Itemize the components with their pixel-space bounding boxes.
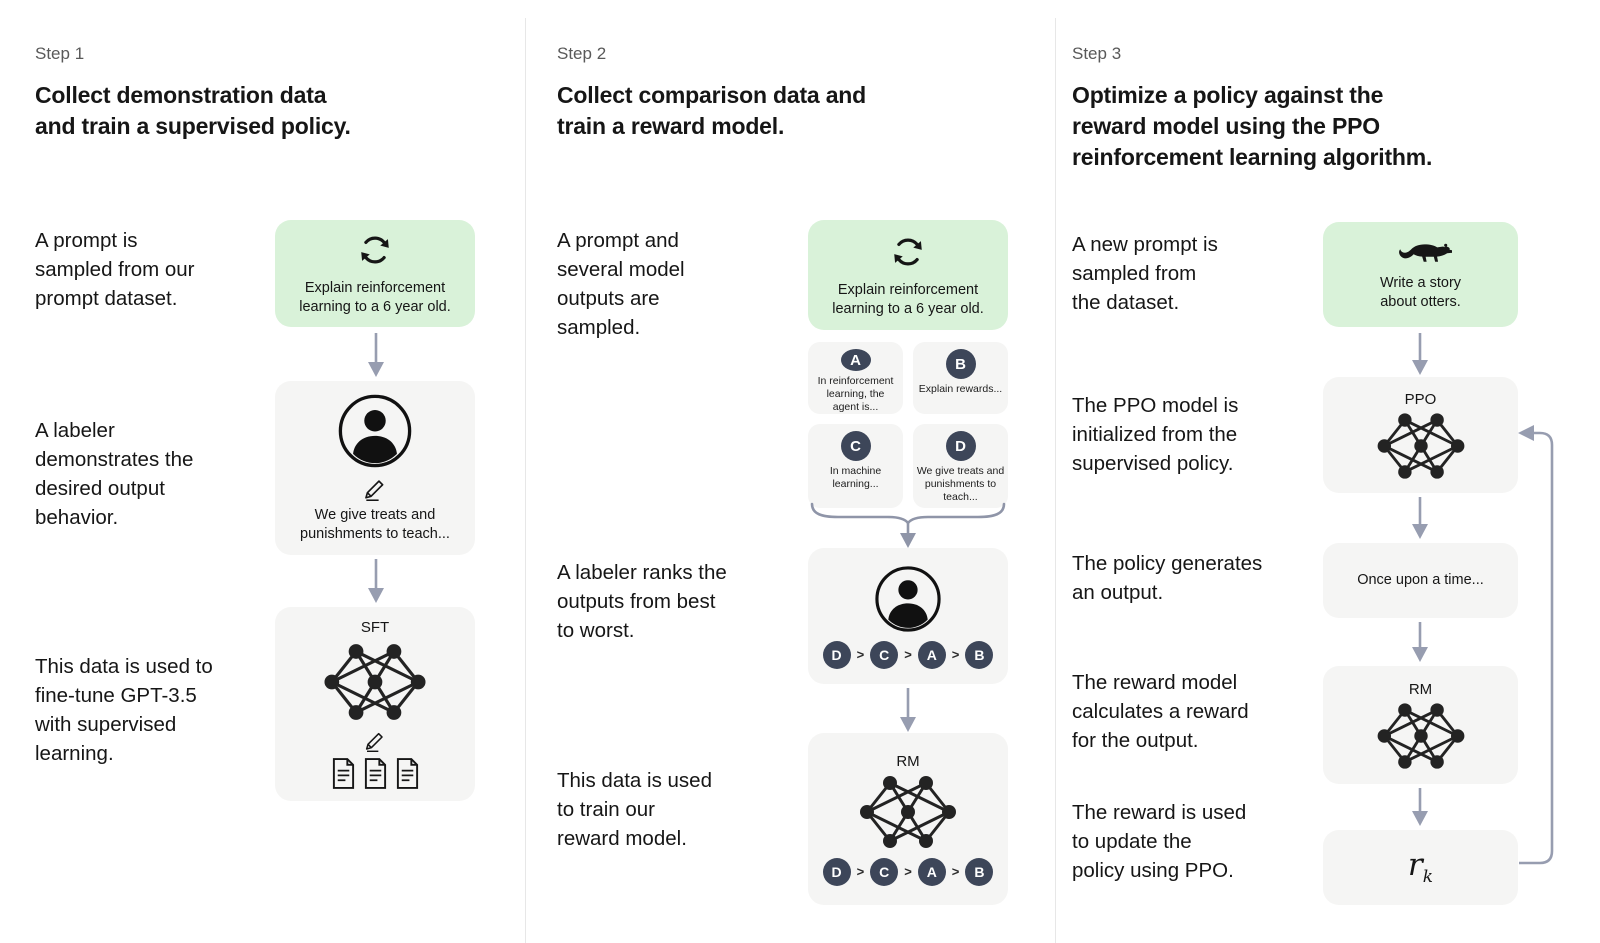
- output-badge: D: [945, 431, 976, 461]
- rank-chip: C: [870, 640, 899, 669]
- policy-output-box: Once upon a time...: [1323, 543, 1518, 618]
- rank-chip: D: [822, 857, 851, 886]
- rm-model-box: RM D > C > A > B: [808, 733, 1008, 905]
- prompt-text: Explain reinforcement learning to a 6 ye…: [299, 280, 451, 315]
- step-3-label: Step 3: [1072, 44, 1122, 63]
- column-divider: [525, 18, 526, 943]
- step-1-caption-finetune: This data is used to fine-tune GPT-3.5 w…: [35, 655, 213, 765]
- prompt-box: Explain reinforcement learning to a 6 ye…: [275, 220, 475, 327]
- sft-label: SFT: [360, 619, 390, 636]
- reward-value-box: rk: [1323, 830, 1518, 905]
- step-3-title: Optimize a policy against the reward mod…: [1072, 82, 1433, 170]
- arrow-down-icon: [1412, 497, 1428, 539]
- prompt-box: Explain reinforcement learning to a 6 ye…: [808, 220, 1008, 330]
- step-3-caption-reward-calc: The reward model calculates a reward for…: [1072, 671, 1249, 752]
- pencil-icon: [363, 728, 387, 752]
- step-1-title: Collect demonstration data and train a s…: [35, 82, 351, 139]
- output-card-a: A In reinforcement learning, the agent i…: [808, 342, 903, 414]
- labeler-ranking-box: D > C > A > B: [808, 548, 1008, 684]
- ranking-row: D > C > A > B: [822, 857, 994, 886]
- gather-brace-arrow-icon: [808, 502, 1008, 548]
- arrow-down-icon: [1412, 622, 1428, 662]
- rank-chip: C: [870, 857, 899, 886]
- rank-chip: A: [917, 640, 946, 669]
- arrow-down-icon: [1412, 333, 1428, 375]
- rm-label: RM: [1408, 680, 1433, 698]
- output-text: Explain rewards...: [918, 383, 1003, 395]
- ranking-row: D > C > A > B: [822, 640, 994, 669]
- arrow-down-icon: [900, 688, 916, 732]
- step-3-caption-update: The reward is used to update the policy …: [1072, 801, 1247, 882]
- step-2-caption-sampled: A prompt and several model outputs are s…: [557, 229, 685, 339]
- step-3-caption-ppo-init: The PPO model is initialized from the su…: [1072, 394, 1239, 475]
- rank-chip: D: [822, 640, 851, 669]
- rank-separator: >: [856, 647, 865, 662]
- person-icon: [336, 392, 414, 470]
- cycle-icon: [888, 232, 928, 272]
- prompt-box: Write a story about otters.: [1323, 222, 1518, 327]
- output-badge: A: [840, 349, 871, 371]
- rank-separator: >: [856, 864, 865, 879]
- reward-symbol: rk: [1407, 847, 1434, 888]
- cycle-icon: [355, 230, 395, 270]
- network-icon: [322, 642, 428, 722]
- step-2-caption-ranks: A labeler ranks the outputs from best to…: [557, 561, 727, 642]
- sampled-outputs-grid: A In reinforcement learning, the agent i…: [808, 342, 1008, 508]
- rank-chip: A: [917, 857, 946, 886]
- rank-separator: >: [951, 647, 960, 662]
- arrow-down-icon: [368, 333, 384, 377]
- pencil-icon: [362, 475, 388, 501]
- output-text: We give treats and punishments to teach.…: [916, 465, 1005, 503]
- labeler-demo-text: We give treats and punishments to teach.…: [300, 507, 450, 542]
- reward-subscript: k: [1422, 867, 1434, 888]
- output-text: In reinforcement learning, the agent is.…: [817, 375, 894, 413]
- output-card-c: C In machine learning...: [808, 424, 903, 508]
- feedback-loop-arrow: [1518, 415, 1560, 875]
- rank-separator: >: [904, 864, 912, 879]
- sft-model-box: SFT: [275, 607, 475, 801]
- rm-model-box: RM: [1323, 666, 1518, 784]
- step-2-caption-train-rm: This data is used to train our reward mo…: [557, 769, 712, 850]
- documents-icon: [331, 758, 420, 789]
- step-1-label: Step 1: [35, 44, 85, 63]
- labeler-box: We give treats and punishments to teach.…: [275, 381, 475, 555]
- rank-separator: >: [951, 864, 960, 879]
- output-text: In machine learning...: [829, 465, 882, 490]
- rank-separator: >: [904, 647, 912, 662]
- network-icon: [858, 774, 958, 850]
- output-badge: B: [945, 349, 976, 379]
- step-1-caption-prompt: A prompt is sampled from our prompt data…: [35, 229, 195, 310]
- ppo-model-box: PPO: [1323, 377, 1518, 493]
- rm-label: RM: [896, 752, 920, 770]
- output-card-d: D We give treats and punishments to teac…: [913, 424, 1008, 508]
- step-2-title: Collect comparison data and train a rewa…: [557, 82, 866, 139]
- prompt-text: Explain reinforcement learning to a 6 ye…: [832, 281, 984, 317]
- output-card-b: B Explain rewards...: [913, 342, 1008, 414]
- output-badge: C: [840, 431, 871, 461]
- step-1-caption-labeler: A labeler demonstrates the desired outpu…: [35, 419, 194, 529]
- column-divider: [1055, 18, 1056, 943]
- prompt-text: Write a story about otters.: [1379, 275, 1462, 310]
- policy-output-text: Once upon a time...: [1357, 572, 1484, 588]
- step-2-label: Step 2: [557, 44, 607, 63]
- person-icon: [873, 564, 943, 634]
- step-3-caption-generates: The policy generates an output.: [1072, 552, 1263, 604]
- otter-icon: [1390, 237, 1452, 268]
- arrow-down-icon: [1412, 788, 1428, 826]
- network-icon: [1376, 702, 1466, 770]
- rank-chip: B: [965, 857, 994, 886]
- arrow-down-icon: [368, 559, 384, 603]
- rank-chip: B: [965, 640, 994, 669]
- ppo-label: PPO: [1404, 390, 1437, 408]
- step-3-caption-prompt: A new prompt is sampled from the dataset…: [1072, 233, 1218, 314]
- network-icon: [1376, 412, 1466, 480]
